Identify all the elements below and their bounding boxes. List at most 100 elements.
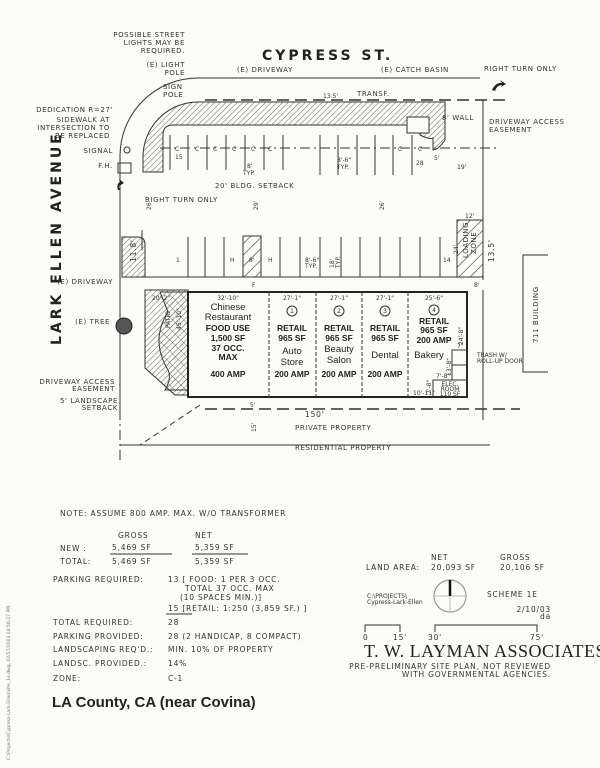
svg-text:(10 SPACES MIN.)]: (10 SPACES MIN.)] <box>180 593 262 602</box>
svg-text:PARKING PROVIDED:: PARKING PROVIDED: <box>53 632 144 641</box>
svg-text:TYP.: TYP. <box>242 170 255 177</box>
svg-text:Beauty: Beauty <box>324 344 354 355</box>
svg-text:ROLL-UP DOOR: ROLL-UP DOOR <box>477 358 523 365</box>
svg-text:Chinese: Chinese <box>211 302 246 313</box>
svg-text:26': 26' <box>379 200 386 210</box>
svg-text:RIGHT TURN ONLY: RIGHT TURN ONLY <box>484 65 557 73</box>
svg-text:ROOM: ROOM <box>441 386 460 393</box>
svg-text:25'-6": 25'-6" <box>425 295 443 302</box>
svg-text:965 SF: 965 SF <box>278 333 305 343</box>
svg-text:200 AMP: 200 AMP <box>416 335 451 345</box>
landscape-strip-north <box>142 101 446 173</box>
svg-text:POLE: POLE <box>163 91 183 99</box>
svg-text:Bakery: Bakery <box>414 350 444 361</box>
svg-text:NOTE: ASSUME 800 AMP. MAX. W/O: NOTE: ASSUME 800 AMP. MAX. W/O TRANSFORM… <box>60 509 286 518</box>
building <box>187 291 468 398</box>
svg-text:28 (2 HANDICAP, 8 COMPACT): 28 (2 HANDICAP, 8 COMPACT) <box>168 632 301 641</box>
street-curb-lines <box>119 77 505 460</box>
svg-text:8': 8' <box>247 163 253 170</box>
svg-text:965 SF: 965 SF <box>371 333 398 343</box>
svg-text:POSSIBLE STREET: POSSIBLE STREET <box>113 31 185 39</box>
svg-text:200 AMP: 200 AMP <box>321 369 356 379</box>
svg-text:MAX: MAX <box>219 352 238 362</box>
location-label: LA County, CA (near Covina) <box>52 694 256 711</box>
dim: 5' <box>250 402 256 409</box>
svg-text:TRANSF.: TRANSF. <box>356 90 390 98</box>
svg-text:C: C <box>398 146 402 153</box>
svg-text:8' WALL: 8' WALL <box>442 114 474 122</box>
svg-text:TOTAL 37 OCC. MAX: TOTAL 37 OCC. MAX <box>184 584 275 593</box>
svg-text:7'-8": 7'-8" <box>426 380 433 394</box>
svg-text:FOOD USE: FOOD USE <box>206 323 251 333</box>
svg-text:C: C <box>268 146 272 153</box>
svg-text:75': 75' <box>530 633 544 642</box>
svg-text:5,359 SF: 5,359 SF <box>195 543 234 552</box>
parking-labels-north: C C C C C C C C 15 <box>175 146 422 161</box>
svg-text:C: C <box>213 146 217 153</box>
svg-text:NET: NET <box>195 531 212 540</box>
svg-text:(E) LIGHT: (E) LIGHT <box>147 61 186 69</box>
svg-text:EASEMENT: EASEMENT <box>72 385 115 393</box>
svg-text:SCHEME 1E: SCHEME 1E <box>487 590 538 599</box>
svg-text:GROSS: GROSS <box>118 531 148 540</box>
svg-text:400 AMP: 400 AMP <box>210 369 245 379</box>
svg-text:NET: NET <box>431 553 448 562</box>
unit-4-bakery: 25'-6" 4 RETAIL 965 SF 200 AMP Bakery 24… <box>413 295 465 398</box>
svg-text:19': 19' <box>457 164 467 171</box>
svg-text:7'-8": 7'-8" <box>436 373 450 380</box>
svg-text:20' BLDG. SETBACK: 20' BLDG. SETBACK <box>215 182 294 190</box>
tree-icon <box>115 317 133 335</box>
svg-text:Auto: Auto <box>282 346 302 357</box>
private-property-label: PRIVATE PROPERTY <box>295 424 372 432</box>
residential-property-label: RESIDENTIAL PROPERTY <box>295 444 391 452</box>
svg-text:30': 30' <box>428 633 442 642</box>
svg-text:SIGNAL: SIGNAL <box>84 147 113 155</box>
svg-text:DRIVEWAY ACCESS: DRIVEWAY ACCESS <box>39 378 115 386</box>
svg-text:26': 26' <box>146 200 153 210</box>
right-turn-arrow-left-icon <box>117 179 124 190</box>
svg-text:PRE-PRELIMINARY SITE PLAN, NOT: PRE-PRELIMINARY SITE PLAN, NOT REVIEWED <box>349 662 551 671</box>
svg-text:32'-10": 32'-10" <box>217 295 239 302</box>
svg-text:(E) DRIVEWAY: (E) DRIVEWAY <box>57 278 113 286</box>
svg-text:965 SF: 965 SF <box>325 333 352 343</box>
svg-text:15: 15 <box>175 154 183 161</box>
svg-text:DEDICATION R=27': DEDICATION R=27' <box>36 106 113 114</box>
svg-text:SIDEWALK AT: SIDEWALK AT <box>57 116 111 124</box>
svg-text:13.5': 13.5' <box>487 239 496 262</box>
landscape-west <box>121 236 146 278</box>
svg-text:2/10/03: 2/10/03 <box>516 605 551 614</box>
svg-text:(E) DRIVEWAY: (E) DRIVEWAY <box>237 66 293 74</box>
svg-text:28: 28 <box>416 160 424 167</box>
svg-text:12': 12' <box>465 213 475 220</box>
svg-text:C:\PROJECTS\: C:\PROJECTS\ <box>367 593 408 600</box>
svg-text:Dental: Dental <box>371 350 398 361</box>
svg-text:965 SF: 965 SF <box>420 325 447 335</box>
svg-text:27'-1": 27'-1" <box>283 295 301 302</box>
svg-text:(E) CATCH BASIN: (E) CATCH BASIN <box>381 66 449 74</box>
svg-text:C: C <box>251 146 255 153</box>
svg-text:14%: 14% <box>168 659 187 668</box>
svg-text:RETAIL: RETAIL <box>277 323 307 333</box>
svg-text:5,469 SF: 5,469 SF <box>112 543 151 552</box>
svg-text:28: 28 <box>168 618 179 627</box>
signal-icon <box>123 146 131 154</box>
svg-text:C: C <box>232 146 236 153</box>
svg-text:RETAIL: RETAIL <box>370 323 400 333</box>
svg-text:GROSS: GROSS <box>500 553 530 562</box>
svg-text:TRASH W/: TRASH W/ <box>476 352 508 359</box>
svg-text:37 OCC.: 37 OCC. <box>211 343 244 353</box>
svg-text:(E) TREE: (E) TREE <box>75 318 110 326</box>
svg-text:MIN. 10% OF PROPERTY: MIN. 10% OF PROPERTY <box>168 645 273 654</box>
svg-text:5': 5' <box>434 155 440 162</box>
svg-text:0: 0 <box>363 633 369 642</box>
svg-text:LIGHTS MAY BE: LIGHTS MAY BE <box>124 39 185 47</box>
svg-text:Restaurant: Restaurant <box>205 312 252 323</box>
svg-text:TOTAL:: TOTAL: <box>59 557 91 566</box>
svg-text:15': 15' <box>393 633 407 642</box>
parking-row-north <box>169 135 413 175</box>
patio-dim: 20'-2" <box>152 295 170 302</box>
dim: 15' <box>251 422 258 432</box>
svg-text:200 AMP: 200 AMP <box>274 369 309 379</box>
svg-text:4: 4 <box>432 307 436 314</box>
loading-zone <box>456 219 484 278</box>
